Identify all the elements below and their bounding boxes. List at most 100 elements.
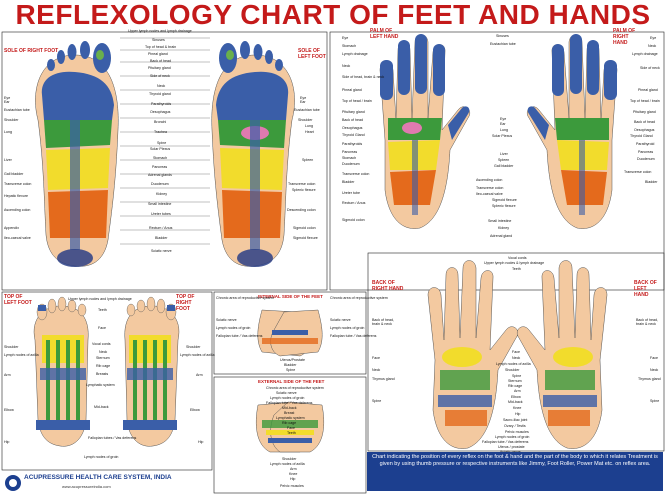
back-hand-label: Lymph nodes of groin (495, 435, 530, 439)
palm-label: Liver (500, 152, 508, 156)
external-label: Face (287, 426, 295, 430)
back-hand-label: Fallopian tube / Vas deferens (482, 440, 529, 444)
palm-label: Spleen (498, 158, 510, 162)
back-hand-side-label: Thymus gland (638, 377, 661, 381)
internal-label: Lymph nodes of groin (216, 326, 251, 330)
palm-right-label: Lymph drainage (632, 52, 658, 56)
external-label: Hip (290, 477, 296, 481)
external-label: Lymph nodes of axilla (270, 462, 305, 466)
top-foot-label: Sternum (96, 356, 110, 360)
back-hand-side-label: Face (650, 356, 658, 360)
sole-label: Stomach (153, 156, 168, 160)
external-label: Knee (289, 472, 298, 476)
sole-label: Oesophagus (150, 110, 171, 114)
back-hands-illustration (427, 260, 608, 449)
back-hand-label: Mid-back (508, 400, 523, 404)
palm-label: Splenic flexure (492, 204, 516, 208)
sole-right-label: Eustachian tube (4, 108, 30, 112)
back-hand-label: Rib cage (508, 384, 523, 388)
panel-label-palm-right: PALM OF RIGHT HAND (613, 28, 636, 46)
back-hand-label: Spine (512, 374, 522, 378)
sole-label: Trachea (154, 130, 168, 134)
palm-label: Adrenal gland (490, 234, 513, 238)
external-label: Teeth (287, 431, 296, 435)
external-side-illustration (255, 401, 325, 453)
back-hand-label: Vocal cords (508, 256, 527, 260)
external-label: Rib cage (282, 421, 297, 425)
palm-left-label: Ureter tube (342, 191, 360, 195)
back-hand-side-label: Spine (372, 399, 382, 403)
top-foot-side-label: Lymph nodes of axilla (180, 353, 215, 357)
palm-left-label: Rectum / Anus (342, 201, 366, 205)
back-hand-label: Elbow (511, 395, 521, 399)
top-foot-label: Fallopian tubes / Vas deferens (88, 436, 137, 440)
right-sole-illustration (35, 41, 119, 267)
palm-left-label: Pituitary gland (342, 110, 365, 114)
top-foot-label: Vocal cords (92, 342, 111, 346)
palm-left-label: Duodenum (342, 162, 360, 166)
sole-label: Neck (157, 84, 166, 88)
sole-right-label: Appendix (4, 226, 19, 230)
palm-left-label: Pineal gland (342, 88, 362, 92)
external-label: Pelvic muscles (280, 484, 304, 488)
palm-label: Kidney (498, 226, 509, 230)
sole-label: Pituitary gland (148, 66, 171, 70)
palm-right-label: Parathyroid (636, 142, 655, 146)
top-foot-label: Upper lymph nodes and lymph drainage (68, 297, 132, 301)
panel-label-back-left-hand: BACK OF LEFT HAND (634, 280, 657, 298)
sole-right-label: Lung (4, 130, 12, 134)
panel-label-sole-left: SOLE OF LEFT FOOT (298, 48, 326, 60)
sole-label: Small intestine (148, 202, 172, 206)
top-foot-side-label: Hip (4, 440, 10, 444)
external-label: Mid-back (282, 406, 297, 410)
sole-leader-lines (120, 37, 210, 245)
back-hand-label: Ovary / Testis (504, 424, 526, 428)
palm-right-label: Back of head (634, 120, 655, 124)
palm-left-label: Stomach (342, 44, 357, 48)
internal-label: Bladder (284, 363, 297, 367)
external-label: Lymphatic system (276, 416, 305, 420)
back-hand-side-label: Thymus gland (372, 377, 395, 381)
external-label: Chronic area of reproductive system (266, 386, 324, 390)
back-hand-label: Upper lymph nodes & lymph drainage (484, 261, 545, 265)
sole-label: Kidney (156, 192, 167, 196)
external-label: Breast (284, 411, 295, 415)
sole-label: Bladder (155, 236, 168, 240)
back-hand-label: Lymph nodes of axilla (496, 362, 531, 366)
external-label: Arm (290, 467, 297, 471)
left-sole-illustration (211, 41, 295, 267)
sole-label: Thyroid gland (149, 92, 171, 96)
sole-right-label: Hepatic flexure (4, 194, 28, 198)
palm-right-label: Pineal gland (638, 88, 658, 92)
back-hand-side-label: Back of head, brain & neck (636, 318, 658, 326)
sole-label: Bronchi (154, 120, 167, 124)
back-hand-side-label: Face (372, 356, 380, 360)
palm-left-label: Back of head (342, 118, 363, 122)
top-foot-side-label: Elbow (190, 408, 200, 412)
palm-label: Eye (500, 117, 507, 121)
sole-left-label: Descending colon (287, 208, 316, 212)
back-hand-panel-border (367, 252, 665, 452)
external-panel-border (213, 376, 367, 494)
sole-label: Ureter tubes (151, 212, 171, 216)
palm-right-label: Duodenum (637, 157, 655, 161)
top-foot-panel-border (1, 291, 213, 471)
brand-url: www.acupressureindia.com (62, 484, 111, 489)
sole-right-label: Gall bladder (4, 172, 24, 176)
top-foot-label: Mid-back (94, 405, 109, 409)
sole-right-label: Ascending colon (4, 208, 31, 212)
palm-right-label: Pancreas (638, 150, 654, 154)
panel-label-sole-right: SOLE OF RIGHT FOOT (4, 48, 59, 54)
palm-panel-border (329, 31, 665, 291)
palm-left-label: Pancreas (342, 150, 358, 154)
sole-left-label: Ear (300, 100, 306, 104)
internal-label: Uterus/Prostate (280, 358, 305, 362)
sole-left-label: Splenic flexure (292, 188, 316, 192)
sole-label: Parathyroids (151, 102, 172, 106)
top-foot-side-label: Shoulder (186, 345, 201, 349)
panel-label-top-left-foot: TOP OF LEFT FOOT (4, 294, 32, 306)
sole-label: Duodenum (151, 182, 169, 186)
sole-label: Back of head (150, 59, 171, 63)
sole-right-label: Liver (4, 158, 12, 162)
footer-description: Chart indicating the position of every r… (367, 452, 663, 491)
